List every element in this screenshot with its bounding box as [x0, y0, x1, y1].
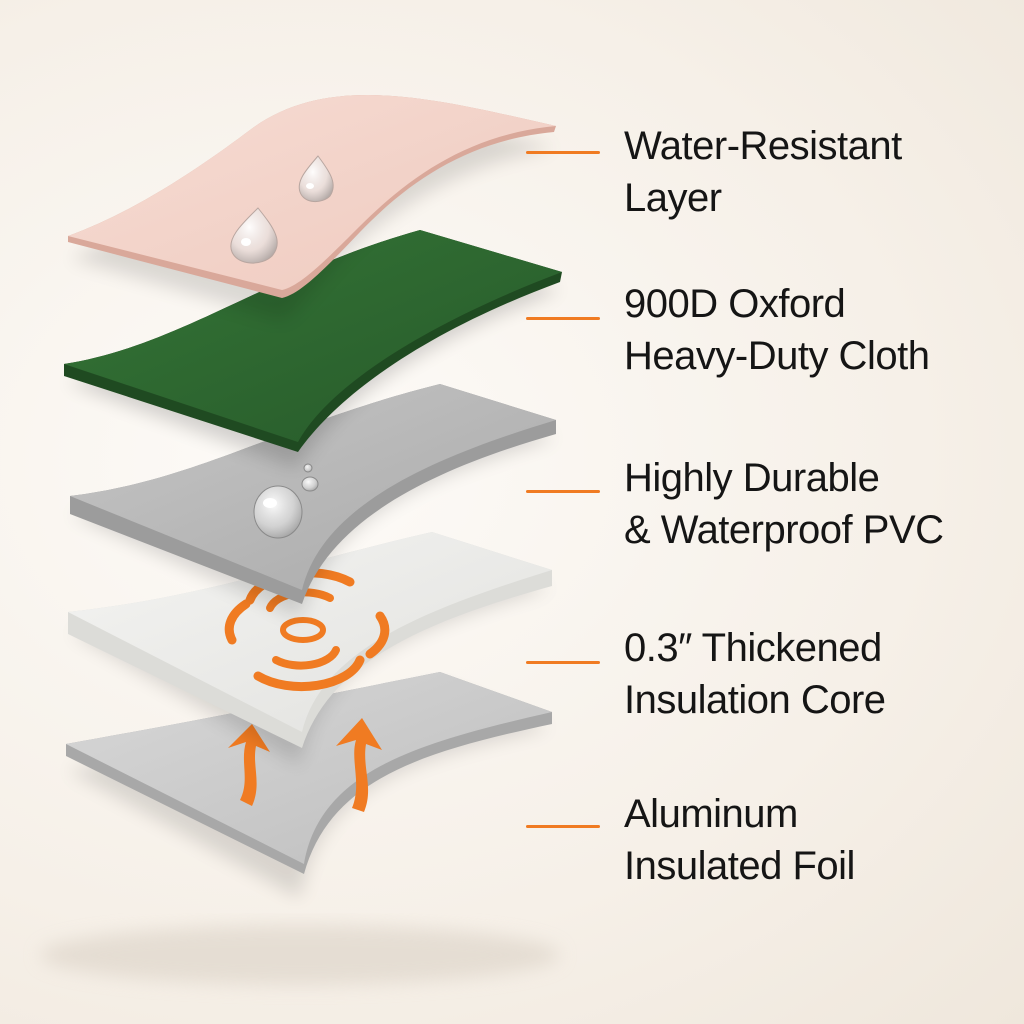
- leader-line-insulation-core: [526, 661, 600, 664]
- water-droplet-icon: [253, 463, 319, 539]
- leader-line-water-resistant: [526, 151, 600, 154]
- label-line-1: 0.3″ Thickened: [624, 626, 882, 670]
- label-pvc: Highly Durable & Waterproof PVC: [624, 452, 1016, 556]
- label-line-1: 900D Oxford: [624, 282, 846, 326]
- label-line-1: Water-Resistant: [624, 124, 902, 168]
- leader-line-aluminum-foil: [526, 825, 600, 828]
- label-line-1: Highly Durable: [624, 456, 880, 500]
- heat-arrow-icon: [228, 718, 382, 812]
- water-droplet-icon: [230, 155, 334, 264]
- label-line-2: Heavy-Duty Cloth: [624, 334, 930, 378]
- label-line-2: & Waterproof PVC: [624, 508, 944, 552]
- label-line-2: Insulated Foil: [624, 844, 855, 888]
- layer-pvc: [70, 384, 556, 618]
- leader-line-pvc: [526, 490, 600, 493]
- layer-insulation-core: [68, 532, 552, 765]
- label-line-1: Aluminum: [624, 792, 798, 836]
- layer-oxford-cloth: [64, 230, 562, 468]
- label-water-resistant: Water-Resistant Layer: [624, 120, 1016, 224]
- label-line-2: Layer: [624, 176, 722, 220]
- label-insulation-core: 0.3″ Thickened Insulation Core: [624, 622, 1016, 726]
- layer-aluminum-foil: [66, 672, 552, 898]
- layer-water-resistant: [68, 95, 556, 320]
- label-oxford-cloth: 900D Oxford Heavy-Duty Cloth: [624, 278, 1016, 382]
- ground-shadow: [40, 925, 560, 985]
- label-line-2: Insulation Core: [624, 678, 886, 722]
- label-aluminum-foil: Aluminum Insulated Foil: [624, 788, 1016, 892]
- leader-line-oxford-cloth: [526, 317, 600, 320]
